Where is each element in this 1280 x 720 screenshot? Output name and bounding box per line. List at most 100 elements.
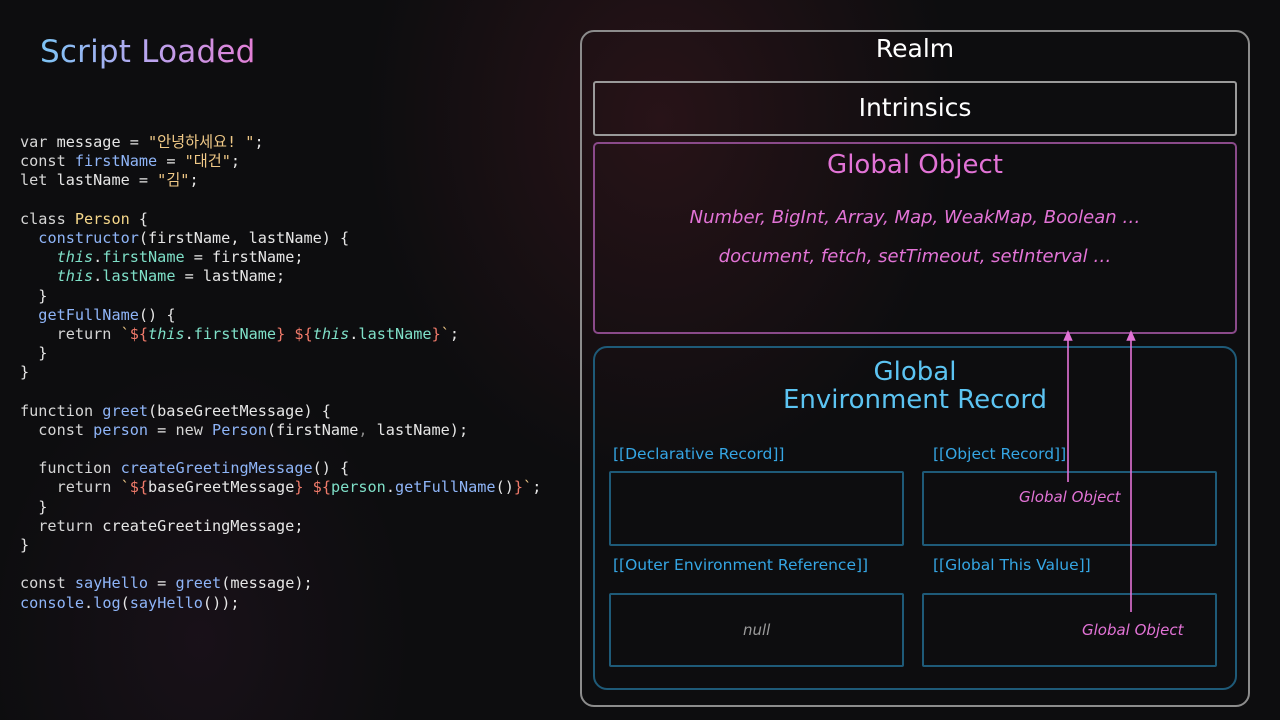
code-token: greet [175,574,222,593]
object-record-value: Global Object [1019,488,1121,506]
code-token: () { [138,305,176,324]
code-token: } [20,286,48,305]
ger-title-line-1: Global [873,357,957,387]
code-line: const person = new Person(firstName, las… [20,421,541,440]
code-token: ${ [312,478,331,497]
code-token: ${ [129,324,149,343]
code-token: } [20,363,30,382]
code-token: function [20,459,121,478]
code-token: lastName [102,267,176,286]
code-token: var [20,133,57,151]
code-token: () [495,478,514,497]
code-token: } [294,478,304,497]
outer-environment-reference-value: null [743,621,771,639]
code-token: } [20,344,48,363]
code-line: this.lastName = lastName; [20,267,541,286]
code-token: new [175,420,213,439]
declarative-record-label: [[Declarative Record]] [613,445,785,463]
page-title: Script Loaded [40,34,256,70]
code-token: createGreetingMessage; [102,516,304,535]
code-token: ` [120,324,130,343]
code-token: sayHello [74,574,149,593]
global-this-arrow-head [1126,330,1136,341]
code-token: return [20,516,103,535]
code-token: baseGreetMessage [148,478,295,497]
code-token: getFullName [38,305,139,324]
code-block: var message = "안녕하세요! ";const firstName … [20,133,541,613]
code-token: lastName [358,324,432,343]
global-object-line-1: Number, BigInt, Array, Map, WeakMap, Boo… [689,207,1141,228]
code-line: getFullName() { [20,306,541,325]
code-token: lastName); [376,420,469,439]
code-line: class Person { [20,210,541,229]
code-token: = lastName; [175,267,286,286]
code-token: const [20,420,94,439]
code-line: function greet(baseGreetMessage) { [20,402,541,421]
code-line: return createGreetingMessage; [20,517,541,536]
code-token: (baseGreetMessage) { [148,401,331,420]
code-token: this [312,324,350,343]
code-token: . [93,248,103,267]
global-this-value-box [922,593,1217,667]
code-token: return [20,478,121,497]
code-token: firstName [102,248,185,267]
object-record-box [922,471,1217,546]
code-token: createGreetingMessage [120,459,313,478]
outer-environment-reference-label: [[Outer Environment Reference]] [613,556,869,574]
code-token: } [276,324,286,343]
code-token: ` [120,478,130,497]
code-line: var message = "안녕하세요! "; [20,133,541,152]
code-token: this [56,248,94,267]
realm-box [580,30,1250,707]
code-token: this [56,267,94,286]
code-line: constructor(firstName, lastName) { [20,229,541,248]
declarative-record-box [609,471,904,546]
code-token: firstName [193,324,277,343]
code-token: class [20,209,75,228]
code-token: = [148,574,176,593]
code-token: ; [449,324,460,343]
code-token: { [129,209,149,228]
code-line: return `${baseGreetMessage} ${person.get… [20,478,542,497]
code-token: ; [532,478,542,497]
object-record-arrow-head [1063,330,1073,341]
code-line: let lastName = "김"; [20,171,541,190]
code-token: Person [74,209,130,228]
code-token: this [148,324,185,343]
code-line: } [20,498,541,517]
code-token: return [20,324,121,343]
code-token: = firstName; [184,248,304,267]
code-token: , [358,420,377,439]
global-environment-record-title: Global Environment Record [593,358,1237,414]
code-token: const [20,574,75,593]
code-token: (message); [221,574,313,593]
code-token: ` [523,478,533,497]
code-token: () { [312,459,350,478]
code-token: constructor [38,228,139,247]
code-token: ( [120,593,130,612]
global-environment-record-box [593,346,1237,690]
code-token: ${ [129,478,149,497]
code-token: "안녕하세요! " [148,133,255,151]
code-line: } [20,536,541,555]
code-line: this.firstName = firstName; [20,248,541,267]
code-token: person [330,478,386,497]
code-token: } [20,497,48,516]
code-line: } [20,363,541,382]
code-token: log [93,593,121,612]
code-token: ; [230,152,240,171]
code-token: ${ [294,324,313,343]
code-token: let [20,171,57,190]
code-token: (firstName, lastName) { [138,228,350,247]
code-token: getFullName [395,478,496,497]
code-token: firstName [74,152,158,171]
code-token: } [431,324,441,343]
code-token: "김" [157,171,190,190]
code-token: lastName = [56,171,158,190]
code-line: const sayHello = greet(message); [20,574,541,593]
code-token: = [157,152,185,171]
code-token: } [513,478,524,497]
code-line: return `${this.firstName} ${this.lastNam… [20,325,541,344]
